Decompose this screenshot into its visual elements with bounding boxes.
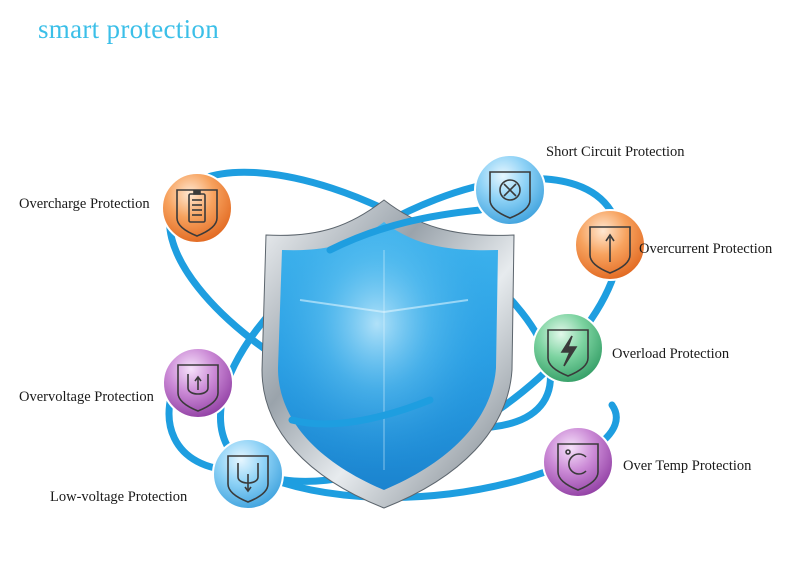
short-circuit-icon [489,171,531,219]
orbit-ring-bottom [241,401,620,501]
orbit-rings-front [288,206,484,428]
badge-overcurrent [574,209,646,281]
label-overcharge: Overcharge Protection [19,196,150,212]
badge-overvoltage [162,347,234,419]
label-over-temp: Over Temp Protection [623,458,752,474]
lightning-icon [547,329,589,377]
label-overcurrent: Overcurrent Protection [639,241,773,257]
badge-overcharge [161,172,233,244]
page-title: smart protection [38,14,219,44]
battery-icon [176,189,218,237]
low-voltage-icon [227,455,269,503]
overcurrent-icon [589,226,631,274]
label-low-voltage: Low-voltage Protection [50,489,188,505]
badge-short-circuit [474,154,546,226]
overvoltage-icon [177,364,219,412]
central-shield [261,199,515,509]
orbit-front-segment-1 [326,206,484,254]
badge-low-voltage [212,438,284,510]
shield-highlight [299,299,469,314]
label-overvoltage: Overvoltage Protection [19,389,154,405]
temperature-icon [557,443,599,491]
label-short-circuit: Short Circuit Protection [546,144,685,160]
orbit-front-segment-2 [288,396,434,428]
badge-over-temp [542,426,614,498]
label-overload: Overload Protection [612,346,730,362]
badge-overload [532,312,604,384]
